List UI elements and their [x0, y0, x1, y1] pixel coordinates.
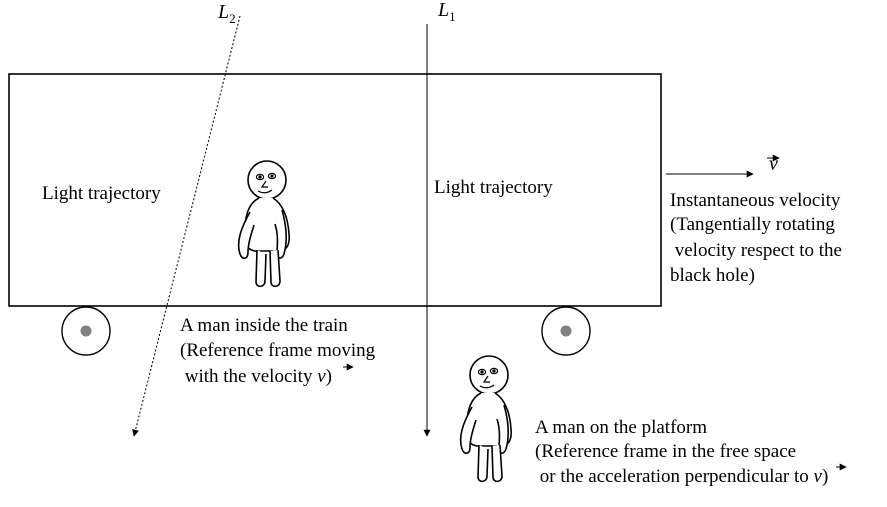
svg-text:or the acceleration perpendicu: or the acceleration perpendicular to v)	[535, 466, 828, 487]
svg-text:v: v	[769, 153, 778, 175]
man-inside-train-caption: A man inside the train (Reference frame …	[180, 315, 376, 387]
velocity-symbol: v	[767, 153, 780, 175]
train-car	[8, 73, 662, 307]
instantaneous-velocity-caption: Instantaneous velocity (Tangentially rot…	[670, 190, 842, 286]
svg-text:with the velocity v): with the velocity v)	[180, 366, 332, 387]
man-inside-train-figure	[237, 160, 290, 288]
svg-text:Instantaneous velocity: Instantaneous velocity	[670, 190, 841, 211]
train-wheel-left	[61, 306, 111, 356]
svg-text:(Tangentially rotating: (Tangentially rotating	[670, 214, 835, 235]
man-on-platform-figure	[459, 355, 512, 483]
train-wheel-right	[541, 306, 591, 356]
light-trajectory-label-right: Light trajectory	[434, 177, 553, 198]
light-trajectory-label-left: Light trajectory	[42, 183, 161, 204]
svg-text:black hole): black hole)	[670, 265, 755, 286]
svg-text:velocity respect to the: velocity respect to the	[670, 240, 842, 261]
svg-text:A man inside the train: A man inside the train	[180, 315, 348, 336]
l1-label: L1	[437, 0, 456, 24]
l2-label: L2	[217, 1, 236, 26]
man-on-platform-caption: A man on the platform (Reference frame i…	[535, 417, 847, 487]
svg-text:A man on the platform: A man on the platform	[535, 417, 707, 438]
svg-text:(Reference frame moving: (Reference frame moving	[180, 340, 376, 361]
svg-text:(Reference frame in the free s: (Reference frame in the free space	[535, 441, 796, 462]
light-trajectory-l2-line	[132, 15, 241, 437]
